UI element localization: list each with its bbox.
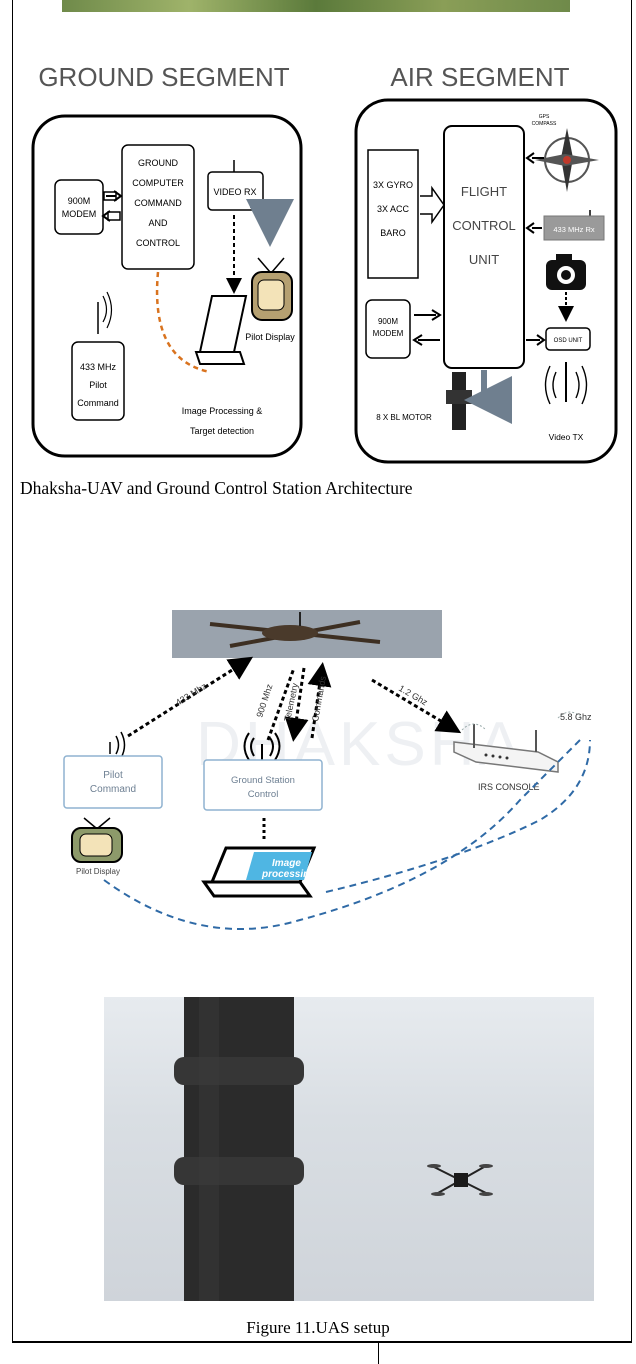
- air-gps-label-1: GPS: [539, 114, 550, 120]
- pilot-command-box: [63, 755, 163, 809]
- ground-segment-box: [31, 114, 303, 458]
- gs-pilot-display-icon: [251, 257, 293, 321]
- air-rx-label: 433 MHz Rx: [553, 225, 595, 234]
- commands-arrow: [307, 662, 332, 739]
- pilot-display-label: Pilot Display: [76, 867, 120, 876]
- gs-image-processing-label-2: Target detection: [190, 426, 254, 436]
- link-58-label: 5.8 Ghz: [560, 712, 592, 722]
- air-fcu-label-3: UNIT: [469, 252, 499, 267]
- top-photo-strip: [62, 0, 570, 12]
- figure-caption-architecture: Dhaksha-UAV and Ground Control Station A…: [20, 478, 413, 498]
- gs-modem-label-1: 900M: [68, 196, 91, 206]
- gs-modem-label-2: MODEM: [62, 209, 97, 219]
- pilot-command-label-2: Command: [90, 784, 136, 795]
- compass-icon: [535, 128, 599, 192]
- air-osd-label: OSD UNIT: [554, 338, 583, 344]
- air-rx-arrow: [525, 222, 542, 234]
- gs-computer-label-4: AND: [148, 218, 168, 228]
- video-tx-signal-icon: [544, 362, 588, 405]
- table-cell-frame: [12, 0, 632, 1342]
- uas-photo-drawing: [174, 997, 493, 1301]
- air-motor-arrow: [464, 370, 513, 424]
- air-sensors-label-2: 3X ACC: [377, 204, 410, 214]
- gs-antenna-signal-icon: [97, 291, 113, 334]
- air-rx-box: [543, 215, 605, 241]
- gs-computer-label-3: COMMAND: [134, 198, 182, 208]
- link-12-label: 1.2 Ghz: [397, 683, 430, 708]
- link-433-label: 433 Mhz: [174, 681, 209, 708]
- figure-caption-uas: Figure 11.UAS setup: [246, 1318, 390, 1337]
- link-900-arrow: [266, 667, 296, 741]
- link-433-arrow: [127, 656, 254, 738]
- gs-laptop-icon: [194, 295, 248, 365]
- ground-station-box: [203, 759, 323, 811]
- gs-computer-label-2: COMPUTER: [132, 178, 184, 188]
- laptop-icon: [201, 846, 317, 898]
- image-processing-label-2: processing: [261, 869, 315, 880]
- air-fcu-box: [443, 125, 525, 369]
- architecture-diagram: GROUND SEGMENT 900M MODEM GROUND COMPUTE…: [31, 62, 618, 464]
- gs-computer-box: [121, 144, 195, 270]
- air-modem-label-2: MODEM: [373, 329, 404, 338]
- gs-modem-arrow-left-body: [107, 211, 121, 221]
- camera-icon: [546, 254, 586, 290]
- table-column-divider: [378, 1343, 379, 1364]
- pilot-display-icon: [71, 817, 123, 863]
- telemetry-arrow: [284, 667, 309, 742]
- gs-modem-box: [54, 179, 104, 235]
- blue-dashed-link-2: [325, 739, 591, 893]
- air-sensors-box: [367, 149, 419, 279]
- gs-orange-dashed-link: [155, 271, 211, 374]
- air-sensors-label-1: 3X GYRO: [373, 180, 413, 190]
- drone-photo: [172, 610, 442, 658]
- flying-drone: [427, 1164, 493, 1196]
- air-sensors-arrow: [420, 185, 445, 225]
- gs-video-rx-label: VIDEO RX: [213, 187, 256, 197]
- irs-console-icon: [453, 711, 583, 773]
- gs-grey-arrow: [245, 198, 294, 247]
- air-modem-arrow-left: [412, 334, 440, 346]
- table-bottom-row: [12, 1342, 632, 1364]
- air-gps-arrow: [525, 152, 544, 164]
- uas-photo: [104, 997, 594, 1301]
- ground-segment-title: GROUND SEGMENT: [38, 62, 289, 92]
- gs-pilot-command-label-1: 433 MHz: [80, 362, 117, 372]
- air-motor-label: 8 X BL MOTOR: [376, 413, 432, 422]
- air-segment-title: AIR SEGMENT: [390, 62, 569, 92]
- air-video-tx-label: Video TX: [549, 432, 584, 442]
- gs-pilot-command-label-3: Command: [77, 398, 119, 408]
- air-segment-box: [354, 98, 618, 464]
- air-modem-arrow-right: [414, 309, 442, 321]
- pilot-antenna-icon: [109, 731, 126, 759]
- network-diagram: DHAKSHA 433 Mhz 900 Mhz Telemetry Comman…: [63, 610, 592, 930]
- air-osd-arrow: [526, 334, 546, 346]
- gs-pilot-command-box: [71, 341, 125, 421]
- gs-image-processing-label-1: Image Processing &: [182, 406, 263, 416]
- air-modem-label-1: 900M: [378, 317, 398, 326]
- gs-pilot-command-label-2: Pilot: [89, 380, 107, 390]
- air-fcu-label-1: FLIGHT: [461, 184, 507, 199]
- blue-dashed-link-1: [103, 739, 581, 930]
- image-processing-label-1: Image: [272, 858, 301, 869]
- ground-station-label-2: Control: [248, 789, 279, 800]
- ground-station-antenna-icon: [243, 732, 281, 761]
- pilot-command-label-1: Pilot: [103, 770, 123, 781]
- air-modem-box: [365, 299, 411, 359]
- gs-modem-arrow-right-body: [103, 191, 117, 201]
- link-12-arrow: [371, 678, 462, 734]
- air-gps-label-2: COMPASS: [532, 121, 557, 127]
- irs-console-label: IRS CONSOLE: [478, 782, 540, 792]
- gs-pilot-display-label: Pilot Display: [245, 332, 295, 342]
- air-osd-box: [545, 327, 591, 351]
- gs-modem-arrow-left: [101, 210, 111, 222]
- motor-icon: [446, 372, 472, 430]
- ground-station-label-1: Ground Station: [231, 775, 295, 786]
- gs-computer-label-1: GROUND: [138, 158, 178, 168]
- air-sensors-label-3: BARO: [380, 228, 406, 238]
- gs-computer-label-5: CONTROL: [136, 238, 180, 248]
- air-fcu-label-2: CONTROL: [452, 218, 516, 233]
